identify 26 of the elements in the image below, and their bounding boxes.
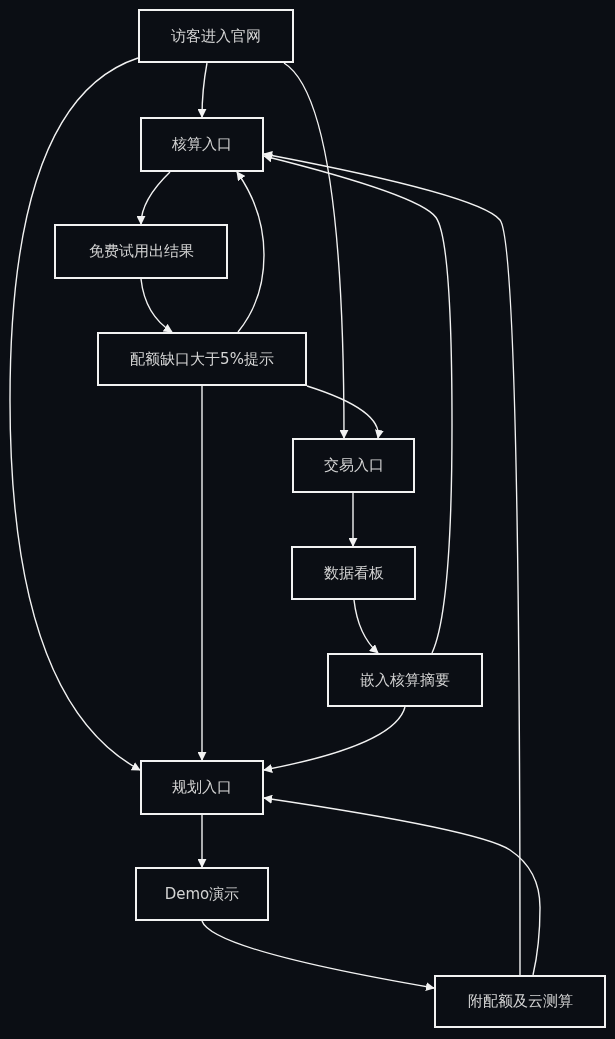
arrow (283, 62, 349, 439)
arrow (263, 794, 541, 976)
arrow (197, 814, 207, 868)
arrow (263, 153, 453, 654)
process-box: 交易入口 (292, 438, 415, 493)
arrow (197, 385, 207, 761)
arrow (353, 599, 379, 654)
process-box: 数据看板 (291, 546, 416, 600)
arrow (197, 62, 208, 118)
process-box: 附配额及云测算 (434, 975, 606, 1028)
arrow (201, 920, 435, 991)
process-box: 嵌入核算摘要 (327, 653, 483, 707)
arrow (306, 385, 383, 439)
arrow (348, 492, 358, 547)
arrow (236, 171, 265, 333)
arrow (140, 278, 173, 333)
arrow (263, 706, 406, 773)
process-box: 免费试用出结果 (54, 224, 228, 279)
arrow (9, 57, 141, 771)
arrow (263, 151, 521, 976)
process-box: Demo演示 (135, 867, 269, 921)
process-box: 核算入口 (140, 117, 264, 172)
arrow (136, 171, 171, 225)
process-box: 访客进入官网 (138, 9, 294, 63)
process-box: 规划入口 (140, 760, 264, 815)
process-box: 配额缺口大于5%提示 (97, 332, 307, 386)
